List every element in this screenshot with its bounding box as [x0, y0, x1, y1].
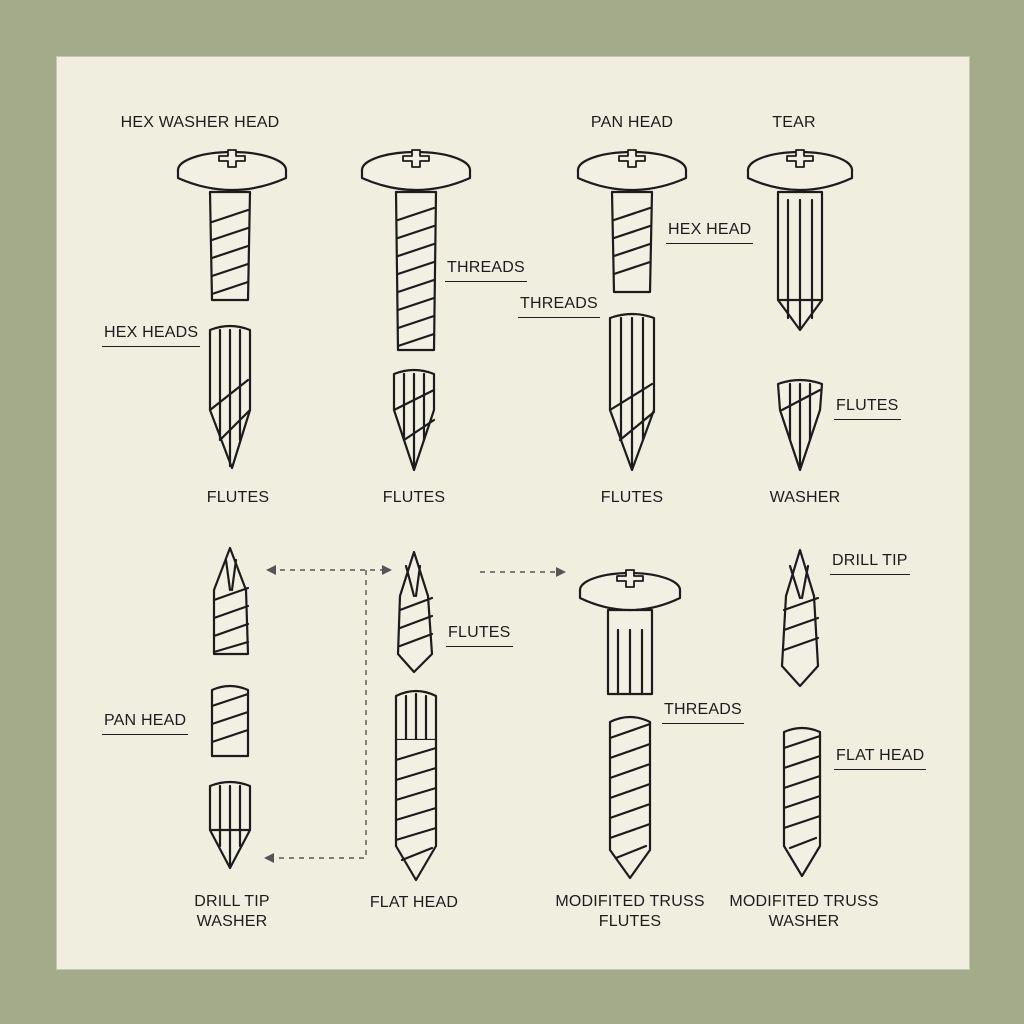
screw-4-top [746, 148, 854, 332]
label-pan-head-top: PAN HEAD [590, 114, 674, 131]
label-flutes-mid: FLUTES [446, 623, 513, 647]
screw-6-flat-head-screw [394, 689, 438, 882]
screw-3-fluted-tip [608, 312, 656, 472]
screw-6-drill-tip [396, 550, 434, 674]
label-hex-washer-head: HEX WASHER HEAD [120, 114, 280, 131]
label-threads-3: THREADS [662, 700, 744, 724]
label-modified-truss-washer-1: MODIFITED TRUSS [729, 893, 879, 910]
label-hex-head: HEX HEAD [666, 220, 754, 244]
label-hex-heads: HEX HEADS [102, 323, 201, 347]
screw-4-fluted-tip [776, 378, 824, 472]
screw-2-top [360, 148, 472, 352]
label-modified-truss-washer-2: WASHER [768, 913, 840, 930]
label-pan-head-left: PAN HEAD [102, 711, 189, 735]
screw-7-truss-head [578, 568, 682, 696]
label-flutes-3: FLUTES [600, 489, 664, 506]
label-flat-head-right: FLAT HEAD [834, 746, 927, 770]
label-drill-tip-washer-1: DRILL TIP [194, 893, 270, 910]
screw-5-drill-tip [212, 546, 250, 656]
dashed-connectors [268, 569, 562, 859]
label-modified-truss-flutes-1: MODIFITED TRUSS [555, 893, 705, 910]
screw-8-drill-tip [780, 548, 820, 688]
label-modified-truss-flutes-2: FLUTES [598, 913, 662, 930]
label-flutes-right: FLUTES [834, 396, 901, 420]
label-drill-tip-right: DRILL TIP [830, 551, 910, 575]
screw-2-drill-tip [392, 368, 436, 472]
screw-5-fluted-point [208, 780, 252, 870]
screw-5-thread-section [210, 684, 250, 758]
label-threads-2: THREADS [518, 294, 600, 318]
screw-1-top [176, 148, 288, 302]
label-flutes-1: FLUTES [206, 489, 270, 506]
label-washer: WASHER [769, 489, 841, 506]
label-tear: TEAR [772, 114, 816, 131]
screw-8-thread-section [782, 726, 822, 878]
label-flutes-2: FLUTES [382, 489, 446, 506]
screw-7-thread-section [608, 715, 652, 880]
label-threads-1: THREADS [445, 258, 527, 282]
label-flat-head-bottom: FLAT HEAD [369, 894, 459, 911]
label-drill-tip-washer-2: WASHER [196, 913, 268, 930]
screw-3-top [576, 148, 688, 294]
screw-1-fluted-tip [208, 324, 252, 470]
